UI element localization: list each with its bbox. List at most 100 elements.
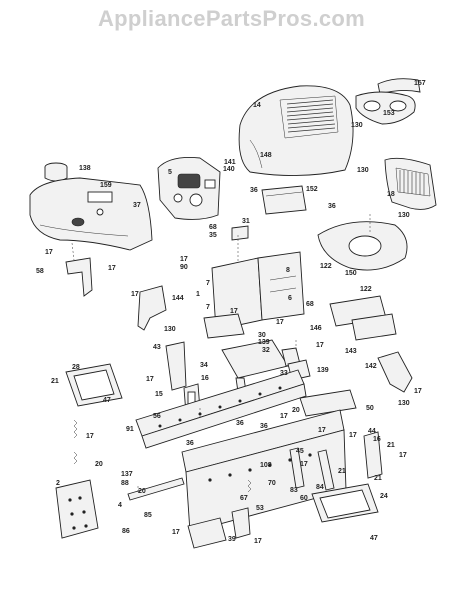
- part-label: 130: [164, 326, 176, 333]
- part-label: 60: [300, 495, 308, 502]
- part-label: 36: [328, 203, 336, 210]
- part-label: 50: [366, 405, 374, 412]
- part-label: 17: [318, 427, 326, 434]
- part-label: 17: [180, 256, 188, 263]
- part-label: 141: [224, 159, 236, 166]
- part-label: 17: [108, 265, 116, 272]
- bracket-44: [363, 431, 383, 479]
- front-plate: [55, 479, 99, 539]
- part-label: 144: [172, 295, 184, 302]
- part-label: 56: [153, 413, 161, 420]
- part-label: 153: [383, 110, 395, 117]
- part-label: 17: [254, 538, 262, 545]
- part-label: 21: [51, 378, 59, 385]
- bracket-bottom: [231, 507, 251, 539]
- headlight-assembly: [355, 78, 421, 125]
- part-label: 37: [133, 202, 141, 209]
- part-label: 17: [399, 452, 407, 459]
- part-label: 44: [368, 428, 376, 435]
- footrest-right: [311, 483, 379, 523]
- part-label: 88: [121, 480, 129, 487]
- part-label: 150: [345, 270, 357, 277]
- part-label: 6: [288, 295, 292, 302]
- part-label: 4: [118, 502, 122, 509]
- part-label: 83: [290, 487, 298, 494]
- footrest-left: [65, 363, 123, 407]
- part-label: 17: [131, 291, 139, 298]
- part-label: 33: [280, 370, 288, 377]
- part-label: 139: [317, 367, 329, 374]
- part-label: 58: [36, 268, 44, 275]
- fuel-cap: [44, 162, 68, 182]
- bracket-39: [187, 517, 227, 549]
- part-label: 17: [172, 529, 180, 536]
- part-label: 14: [253, 102, 261, 109]
- part-label: 47: [370, 535, 378, 542]
- part-label: 108: [260, 462, 272, 469]
- part-label: 143: [345, 348, 357, 355]
- part-label: 86: [122, 528, 130, 535]
- part-label: 148: [260, 152, 272, 159]
- part-label: 157: [414, 80, 426, 87]
- part-label: 36: [186, 440, 194, 447]
- part-label: 32: [262, 347, 270, 354]
- part-label: 21: [338, 468, 346, 475]
- part-label: 138: [79, 165, 91, 172]
- part-label: 142: [365, 363, 377, 370]
- bracket-43: [165, 341, 187, 391]
- part-label: 20: [95, 461, 103, 468]
- part-label: 36: [236, 420, 244, 427]
- part-label: 70: [268, 480, 276, 487]
- part-label: 34: [200, 362, 208, 369]
- grille-part: [384, 157, 437, 210]
- part-label: 15: [155, 391, 163, 398]
- part-label: 17: [230, 308, 238, 315]
- part-label: 17: [86, 433, 94, 440]
- part-label: 47: [103, 397, 111, 404]
- part-label: 140: [223, 166, 235, 173]
- part-label: 21: [374, 475, 382, 482]
- part-label: 16: [373, 436, 381, 443]
- support-frame: [211, 251, 305, 331]
- part-label: 28: [72, 364, 80, 371]
- part-label: 39: [228, 536, 236, 543]
- part-label: 45: [296, 448, 304, 455]
- part-label: 31: [242, 218, 250, 225]
- plate-143: [351, 313, 397, 341]
- part-label: 90: [180, 264, 188, 271]
- foot-pedal: [377, 351, 413, 393]
- part-label: 36: [250, 187, 258, 194]
- part-label: 17: [349, 432, 357, 439]
- rod-85: [127, 477, 185, 501]
- part-label: 18: [387, 191, 395, 198]
- part-label: 5: [168, 169, 172, 176]
- part-label: 17: [316, 342, 324, 349]
- part-label: 1: [196, 291, 200, 298]
- bracket-144: [137, 285, 167, 331]
- part-label: 30: [258, 332, 266, 339]
- part-label: 16: [201, 375, 209, 382]
- part-label: 122: [360, 286, 372, 293]
- part-label: 20: [138, 488, 146, 495]
- part-label: 7: [206, 304, 210, 311]
- part-label: 20: [292, 407, 300, 414]
- part-label: 35: [209, 232, 217, 239]
- right-frame-rail: [299, 389, 357, 417]
- bracket-58: [65, 257, 93, 297]
- part-label: 152: [306, 186, 318, 193]
- part-label: 130: [398, 400, 410, 407]
- seat-pan: [317, 221, 408, 271]
- part-label: 84: [316, 484, 324, 491]
- part-label: 137: [121, 471, 133, 478]
- springs: [73, 419, 252, 493]
- part-label: 2: [56, 480, 60, 487]
- part-label: 17: [280, 413, 288, 420]
- part-label: 43: [153, 344, 161, 351]
- part-label: 67: [240, 495, 248, 502]
- part-label: 130: [398, 212, 410, 219]
- dash-panel: [157, 157, 221, 220]
- part-label: 53: [256, 505, 264, 512]
- part-label: 7: [206, 280, 210, 287]
- left-frame-rail: [135, 369, 307, 449]
